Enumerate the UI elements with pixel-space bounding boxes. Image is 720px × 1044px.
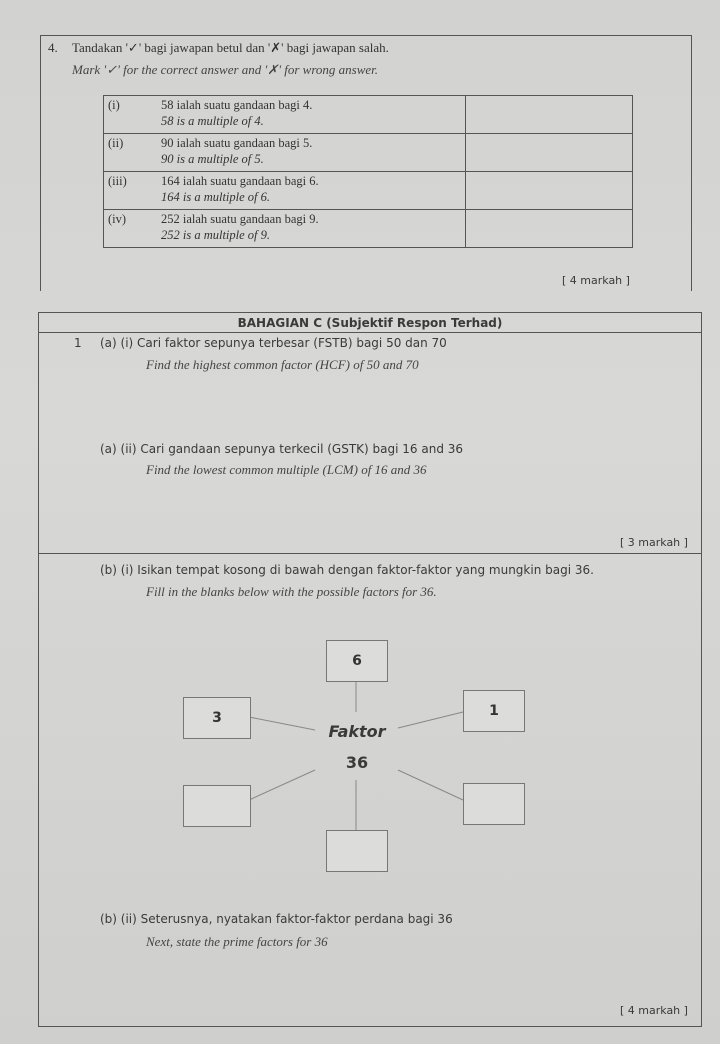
statement-ms: 164 ialah suatu gandaan bagi 6.: [161, 174, 319, 188]
diagram-center-number: 36: [345, 753, 369, 772]
factor-box-bottom-left[interactable]: [183, 785, 251, 827]
section-title: BAHAGIAN C (Subjektif Respon Terhad): [237, 316, 503, 330]
question-a1-en: Find the highest common factor (HCF) of …: [146, 357, 419, 372]
row-label: (iv): [103, 209, 157, 248]
question-number: 4.: [48, 40, 58, 55]
table-row: (iii) 164 ialah suatu gandaan bagi 6.164…: [103, 171, 633, 210]
marks-label: [ 4 markah ]: [562, 274, 630, 287]
instruction-ms: Tandakan '✓' bagi jawapan betul dan '✗' …: [72, 40, 389, 55]
question-b2-ms: (b) (ii) Seterusnya, nyatakan faktor-fak…: [100, 912, 453, 926]
connector-line: [248, 716, 316, 731]
marks-label: [ 3 markah ]: [620, 536, 688, 549]
statement-ms: 90 ialah suatu gandaan bagi 5.: [161, 136, 313, 150]
divider: [38, 553, 702, 554]
statement-cell: 164 ialah suatu gandaan bagi 6. 164 is a …: [157, 171, 466, 210]
connector-line: [248, 769, 316, 801]
question-b1-en: Fill in the blanks below with the possib…: [146, 584, 437, 599]
factor-box-bottom-right[interactable]: [463, 783, 525, 825]
question-a1-ms: (a) (i) Cari faktor sepunya terbesar (FS…: [100, 336, 447, 350]
connector-line: [397, 769, 464, 801]
marks-label: [ 4 markah ]: [620, 1004, 688, 1017]
statement-cell: 252 ialah suatu gandaan bagi 9. 252 is a …: [157, 209, 466, 248]
factor-box-top[interactable]: 6: [326, 640, 388, 682]
statement-ms: 58 ialah suatu gandaan bagi 4.: [161, 98, 313, 112]
factor-box-bottom[interactable]: [326, 830, 388, 872]
statement-cell: 90 ialah suatu gandaan bagi 5. 90 is a mu…: [157, 133, 466, 172]
instruction-en: Mark '✓' for the correct answer and '✗' …: [72, 62, 379, 77]
question-number: 1: [74, 336, 82, 350]
factor-box-right[interactable]: 1: [463, 690, 525, 732]
answer-cell[interactable]: [465, 209, 633, 248]
statement-ms: 252 ialah suatu gandaan bagi 9.: [161, 212, 319, 226]
row-label: (iii): [103, 171, 157, 210]
statement-en: 164 is a multiple of 6.: [161, 190, 271, 204]
table-row: (ii) 90 ialah suatu gandaan bagi 5. 90 is…: [103, 133, 633, 172]
answer-table: (i) 58 ialah suatu gandaan bagi 4.58 is …: [103, 95, 633, 248]
statement-en: 58 is a multiple of 4.: [161, 114, 264, 128]
question-4-box: [40, 35, 692, 291]
divider: [38, 332, 702, 333]
statement-en: 90 is a multiple of 5.: [161, 152, 264, 166]
row-label: (ii): [103, 133, 157, 172]
answer-cell[interactable]: [465, 95, 633, 134]
answer-cell[interactable]: [465, 133, 633, 172]
statement-cell: 58 ialah suatu gandaan bagi 4. 58 is a mu…: [157, 95, 466, 134]
table-row: (iv) 252 ialah suatu gandaan bagi 9.252 …: [103, 209, 633, 248]
question-b2-en: Next, state the prime factors for 36: [146, 934, 328, 949]
statement-en: 252 is a multiple of 9.: [161, 228, 271, 242]
factor-box-left[interactable]: 3: [183, 697, 251, 739]
question-a2-en: Find the lowest common multiple (LCM) of…: [146, 462, 427, 477]
question-a2-ms: (a) (ii) Cari gandaan sepunya terkecil (…: [100, 442, 464, 456]
section-c-box: [38, 312, 702, 1027]
diagram-center-label: Faktor: [328, 722, 386, 741]
question-b1-ms: (b) (i) Isikan tempat kosong di bawah de…: [100, 563, 594, 577]
connector-line: [397, 711, 464, 729]
